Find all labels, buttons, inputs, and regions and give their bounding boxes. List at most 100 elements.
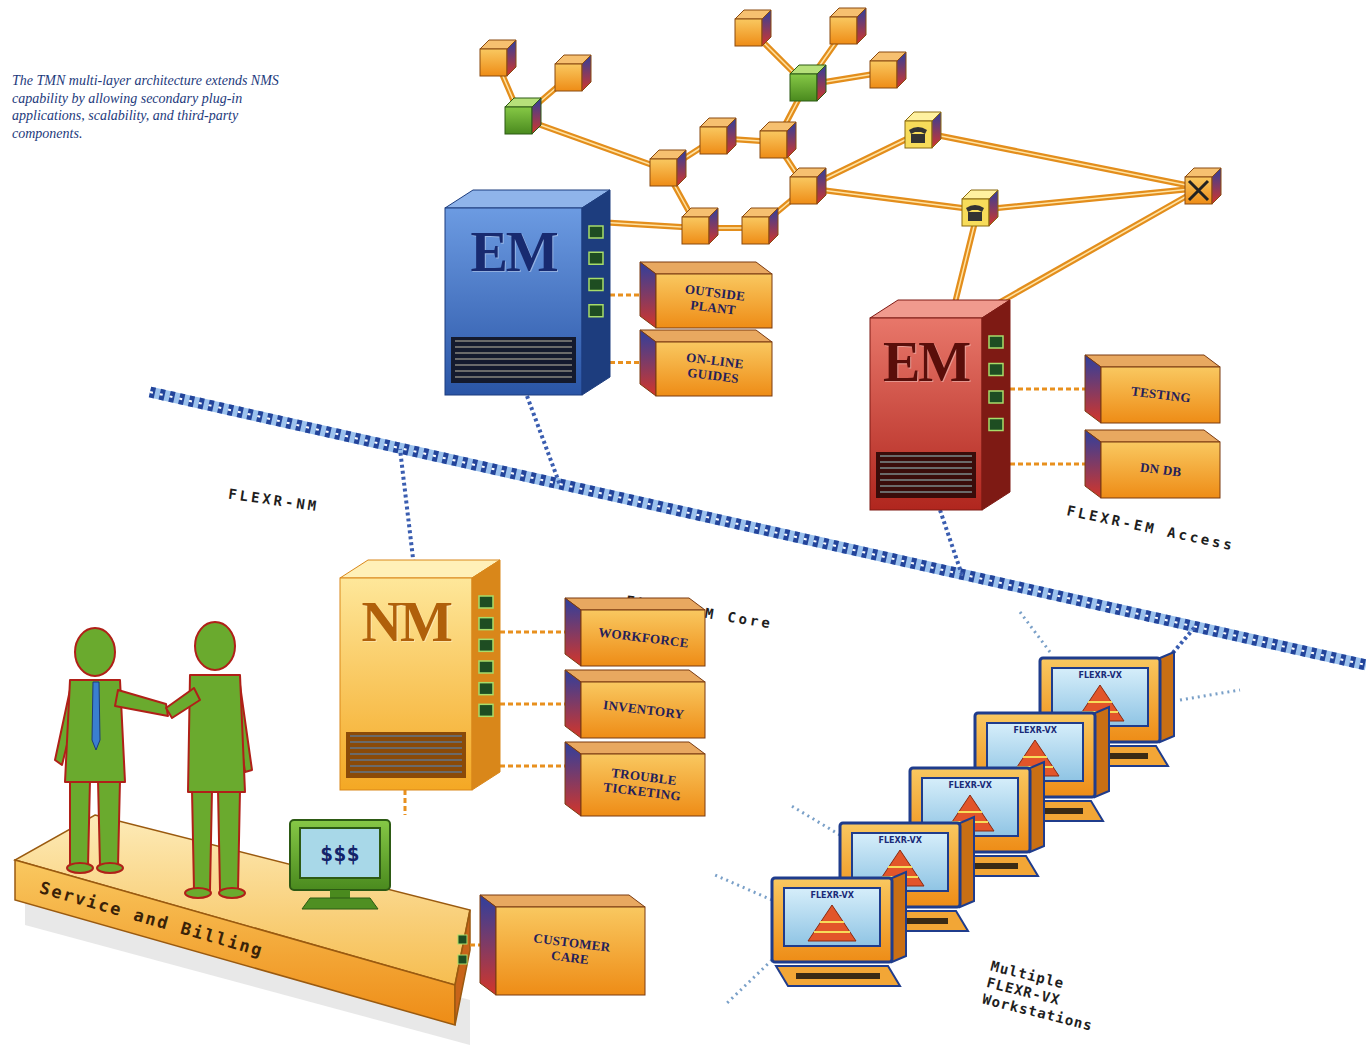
port (479, 661, 493, 673)
port (479, 683, 493, 695)
workstation-ray (725, 960, 772, 1005)
server-grille (451, 337, 576, 383)
screen-label: FLEXR-VX (1079, 671, 1122, 681)
grille-slot (455, 340, 572, 342)
network-element (682, 208, 718, 244)
plug-in-module: WORKFORCE (565, 598, 705, 666)
platform-end (455, 910, 470, 1025)
plug-in-module: DN DB (1085, 430, 1220, 498)
lan-backbone (150, 392, 1366, 665)
network-element (760, 122, 796, 158)
server-letters: NM (362, 594, 451, 650)
module-end (565, 670, 581, 738)
server-tower: EMFLEXR-EM Access (870, 300, 1010, 510)
grille-slot (350, 759, 462, 761)
person-leg (192, 790, 212, 890)
grille-slot (350, 765, 462, 767)
grille-slot (880, 491, 972, 493)
server-tower-shape (870, 300, 1010, 510)
grille-slot (350, 741, 462, 743)
monitor-base (302, 898, 378, 909)
person-arm (115, 690, 168, 716)
workstation-side (1095, 707, 1109, 797)
grille-slot (455, 358, 572, 360)
workstation-side (960, 817, 974, 907)
workstation-ray (1180, 690, 1240, 700)
module-front (1101, 367, 1220, 423)
workstation-shape (772, 872, 912, 990)
network-element (742, 208, 778, 244)
plug-in-link (470, 944, 480, 947)
server-letters: EM (471, 224, 557, 280)
port (989, 391, 1003, 403)
grille-slot (350, 771, 462, 773)
plug-in-module: OUTSIDE PLANT (640, 262, 772, 328)
module-front (656, 342, 772, 396)
port (589, 226, 603, 238)
server-tower: EMFLEXR-EM Core (445, 190, 610, 395)
phone-icon (911, 134, 925, 143)
platform-label: Service and Billing (37, 877, 266, 961)
workstation-bezel (772, 878, 892, 962)
server-grille (346, 732, 466, 778)
port (479, 704, 493, 716)
switch-symbol (1189, 181, 1208, 200)
plug-in-link (500, 631, 565, 634)
plug-in-link (500, 765, 565, 768)
person-foot (67, 863, 93, 873)
person-arm (166, 688, 200, 718)
plug-in-link (610, 294, 640, 297)
network-element (790, 168, 826, 204)
port (458, 935, 467, 944)
server-top (445, 190, 610, 208)
port (479, 639, 493, 651)
grille-slot (880, 479, 972, 481)
plug-in-link (1010, 463, 1085, 466)
person-head (75, 628, 115, 676)
grille-slot (455, 376, 572, 378)
port (989, 336, 1003, 348)
keyboard-slot (796, 973, 880, 979)
grille-slot (880, 455, 972, 457)
switch-element (1185, 168, 1221, 204)
workstation-ray (790, 805, 840, 835)
port (479, 618, 493, 630)
module-end (565, 742, 581, 816)
port (458, 955, 467, 964)
workstation-rays (715, 612, 1240, 1005)
screen-label: FLEXR-VX (879, 836, 922, 846)
network-link-inner (496, 28, 1201, 305)
port (479, 596, 493, 608)
person-foot (97, 863, 123, 873)
server-letters: EM (883, 334, 969, 390)
lan-backbone (150, 392, 1366, 665)
pyramid-stripe (888, 866, 912, 868)
module-top (640, 330, 772, 342)
workstation-ray (1020, 612, 1050, 652)
billing-monitor-shape (290, 820, 390, 912)
plug-in-module: TESTING (1085, 355, 1220, 423)
billing-monitor: $$$ (290, 820, 390, 912)
grille-slot (880, 461, 972, 463)
grille-slot (455, 346, 572, 348)
phone-icon (968, 212, 982, 221)
person-leg (218, 790, 240, 890)
port (589, 305, 603, 317)
pyramid-stripe (958, 811, 982, 813)
plug-in-module: INVENTORY (565, 670, 705, 738)
plug-in-link (500, 703, 565, 706)
screen-label: FLEXR-VX (811, 891, 854, 901)
network-hub (790, 65, 826, 101)
phone-icon (909, 127, 927, 134)
plug-in-module: TROUBLE TICKETING (565, 742, 705, 816)
lan-drop (527, 396, 560, 485)
module-front (496, 907, 645, 995)
server-front (445, 208, 582, 395)
server-side (582, 190, 610, 395)
module-front (581, 610, 705, 666)
module-top (640, 262, 772, 274)
server-front (340, 578, 472, 790)
person-foot (219, 888, 245, 898)
pyramid-stripe (820, 921, 844, 923)
